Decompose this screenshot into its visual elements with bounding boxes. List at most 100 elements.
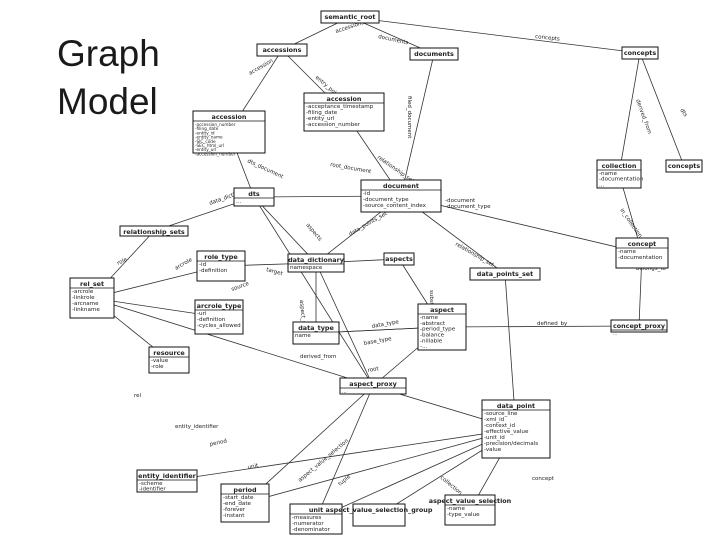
box-dts: dts...: [233, 187, 275, 207]
box-relationship-sets: relationship_sets: [119, 225, 189, 237]
box-attribute: -source_content_index: [363, 203, 427, 209]
box-concept-proxy: concept_proxy...: [610, 319, 668, 336]
box-header: dts: [248, 190, 260, 198]
edge-dts-data_dictionary: [253, 196, 316, 263]
box-attribute: -acceptance_timestamp: [306, 104, 374, 110]
box-attribute: -end_date: [223, 501, 252, 507]
box-rel-set: rel_set-arcrole-linkrole-arcname-linknam…: [69, 277, 115, 319]
edge-label: aspect_proxy: [298, 300, 307, 338]
edge-aspect-concept_proxy: [441, 326, 639, 327]
box-header: accession: [327, 95, 362, 103]
box-attribute: -documentation: [618, 255, 663, 261]
box-attribute: -entity_id: [195, 130, 215, 135]
edge-data_point-period: [245, 428, 517, 503]
box-attribute: -start_date: [223, 495, 254, 501]
box-header: accession: [212, 113, 247, 121]
box-header: role_type: [204, 253, 238, 261]
box-attribute: -unit_id: [484, 435, 505, 441]
box-header: relationship_sets: [123, 228, 185, 236]
box-unit: unit-measures-numerator-denominator: [289, 503, 343, 535]
box-accession2: accession-acceptance_timestamp-filing_da…: [303, 92, 385, 132]
edge-data_point-entity_identifier: [167, 428, 517, 481]
box-outline: [192, 110, 266, 154]
edge-concepts_top-concepts_r: [639, 52, 684, 166]
edge-label: belongs_to: [636, 266, 667, 272]
box-attribute: -arcrole: [72, 289, 94, 295]
box-attribute: -id: [199, 262, 207, 268]
box-role-type: role_type-id-definition: [196, 250, 246, 282]
box-aspect: aspect-name-abstract-period_type-balance…: [417, 303, 467, 351]
box-outline: [409, 47, 459, 61]
edge-aspect_proxy-unit: [316, 385, 374, 519]
edge-data_dictionary-aspect_proxy: [315, 262, 373, 386]
slide-title-line-1: Graph: [57, 33, 160, 74]
box-attribute: ...: [236, 199, 242, 205]
box-aspect-value-selection2: aspect_value_selection-name-type_value: [429, 494, 512, 526]
box-header: rel_set: [80, 280, 104, 288]
box-header: aspect_proxy: [349, 380, 397, 388]
box-outline: [444, 494, 496, 526]
edge-label: concepts: [535, 34, 560, 43]
box-outline: [136, 469, 198, 493]
box-attribute: -...: [420, 344, 428, 350]
edge-label: relationship_set: [454, 242, 495, 269]
box-outline: [119, 225, 189, 237]
edge-label: data_points_set: [348, 211, 389, 238]
box-attribute: -abstract: [420, 321, 446, 327]
box-side-attribute: -document_type: [445, 204, 491, 210]
box-attribute: -type_value: [447, 512, 480, 518]
box-attribute: ...: [342, 389, 347, 395]
box-document: document-id-document_type-source_content…: [360, 179, 491, 213]
box-concept: concept-name-documentation: [615, 237, 669, 269]
box-attribute: -context_id: [484, 423, 515, 429]
box-aspects: aspects: [383, 252, 415, 266]
box-header: aspect_value_selection_group: [326, 506, 433, 514]
box-attribute: -linkname: [72, 307, 100, 313]
box-header: unit: [309, 506, 323, 514]
box-outline: [469, 267, 541, 281]
slide-title: Graph Model: [57, 30, 160, 126]
box-outline: [339, 377, 407, 395]
edge-label: aspects: [304, 222, 322, 242]
box-attribute: -definition: [199, 268, 228, 274]
box-header: concepts: [668, 162, 700, 170]
box-outline: [292, 321, 340, 345]
edge-concepts_top-collection: [619, 52, 641, 174]
box-aspect-proxy: aspect_proxy...: [339, 377, 407, 395]
box-attribute: -name: [599, 171, 617, 177]
box-attribute: -SIC_code: [195, 139, 216, 144]
box-attribute: -xml_id: [484, 417, 505, 423]
box-attribute: -cycles_allowed: [197, 323, 241, 329]
box-header: collection: [602, 162, 637, 170]
edge-label: root_document: [330, 162, 373, 175]
box-attribute: -accession_number: [306, 122, 361, 128]
box-outline: [615, 237, 669, 269]
edge-label: period: [209, 438, 227, 448]
edge-label: base_type: [363, 336, 392, 347]
box-header: resource: [153, 349, 185, 357]
box-attribute: -uri: [197, 311, 207, 317]
box-attribute: -id: [363, 191, 371, 197]
box-accessions: accessions: [256, 43, 308, 57]
edge-label: in_collection: [618, 208, 643, 240]
box-outline: [417, 303, 467, 351]
box-data-points-set: data_points_set: [469, 267, 541, 281]
box-attribute: -entity_url: [195, 147, 216, 152]
box-attribute: -SEC_html_url: [195, 143, 224, 148]
box-outline: [360, 179, 442, 213]
edge-label: tuple: [337, 474, 352, 488]
box-attribute: -documentation: [599, 177, 644, 183]
box-attribute: -filing_date: [306, 110, 338, 116]
edge-label: dts_document: [246, 158, 285, 180]
box-header: semantic_root: [325, 13, 376, 21]
box-outline: [69, 277, 115, 319]
box-attribute: ...: [599, 182, 605, 188]
box-outline: [383, 252, 415, 266]
box-attribute: -entity_url: [306, 116, 335, 122]
edge-label: source: [231, 281, 251, 293]
box-attribute: -measures: [292, 515, 321, 521]
edge-semantic_root-concepts_top: [349, 16, 640, 53]
